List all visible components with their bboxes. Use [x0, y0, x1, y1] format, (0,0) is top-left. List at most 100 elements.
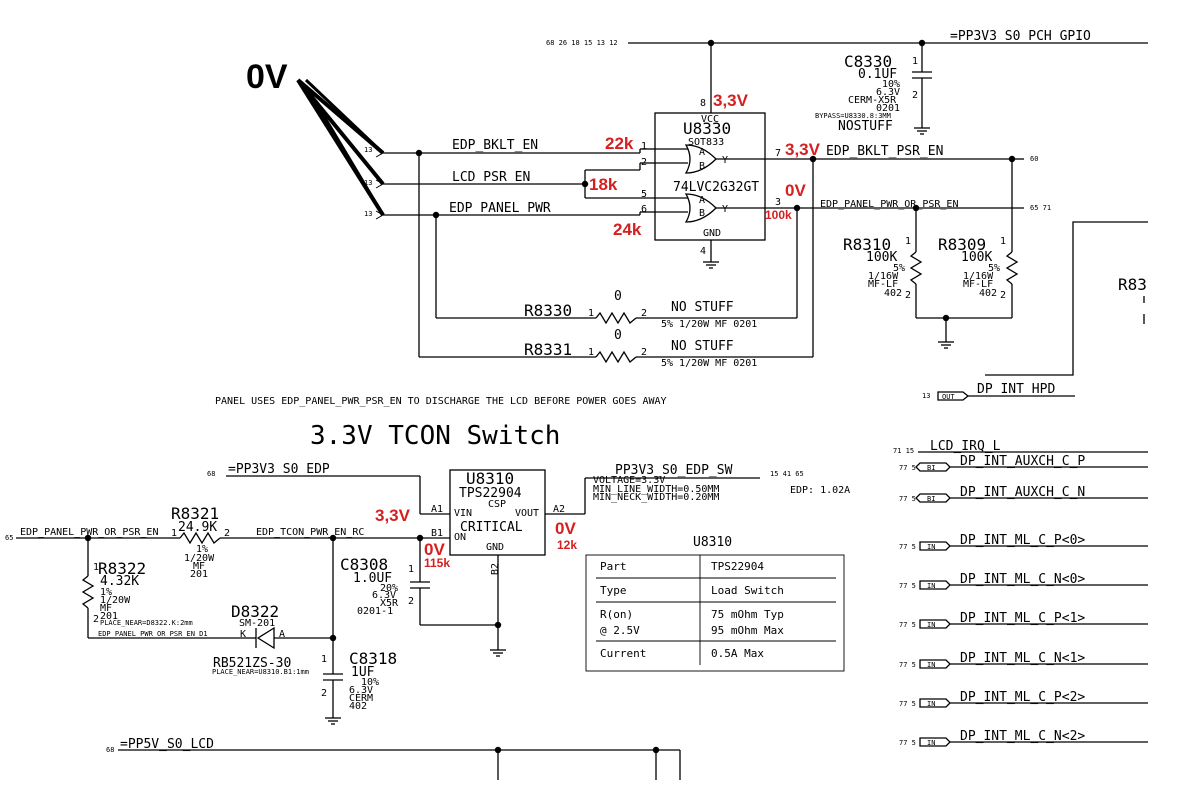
- c8330-pin1: 1: [912, 56, 918, 67]
- lcd-psr-en-label: LCD_PSR_EN: [452, 170, 530, 185]
- r8322-pin1: 1: [93, 562, 99, 573]
- annotation-18k: 18k: [589, 175, 618, 194]
- port-ml-n0-name: DP_INT_ML_C_N<0>: [960, 572, 1085, 587]
- r8330-spec: 5% 1/20W MF 0201: [661, 319, 757, 330]
- pp3v3-edp-sw-page-ref: 15 41 65: [770, 470, 804, 478]
- c8308-pin2: 2: [408, 596, 414, 607]
- bklt-psr-page-ref: 60: [1030, 155, 1038, 163]
- port-ml-p1: 77 5 IN DP_INT_ML_C_P<1>: [899, 611, 1148, 629]
- c8330-stuff: NOSTUFF: [838, 119, 893, 134]
- c8318-volt: 6.3V: [349, 685, 373, 696]
- u8310-pin-a2: A2: [553, 504, 565, 515]
- port-ml-p0: 77 5 IN DP_INT_ML_C_P<0>: [899, 533, 1148, 551]
- c8308-pin1: 1: [408, 564, 414, 575]
- port-auxch-p-dir: BI: [927, 464, 935, 472]
- annotation-inputs-zero: 0V: [246, 58, 385, 217]
- u8310-on: ON: [454, 532, 466, 543]
- edp-tcon-pwr-en-rc-net: 65 EDP_PANEL_PWR_OR_PSR_EN EDP_TCON_PWR_…: [5, 527, 450, 545]
- resistor-r8321: R8321 24.9K 1 2 1% 1/20W MF 201: [171, 504, 230, 580]
- d8322-part: RB521ZS-30: [213, 656, 291, 671]
- r8309-pin2: 2: [1000, 290, 1006, 301]
- d8322-place: PLACE_NEAR=U8310.B1:1mm: [212, 668, 309, 676]
- c8308-volt: 6.3V: [372, 590, 396, 601]
- resistor-r8331: R8331 1 2 0 NO STUFF 5% 1/20W MF 0201: [418, 153, 817, 369]
- r8321-pin2: 2: [224, 528, 230, 539]
- annotation-vcc-3v3: 3,3V: [713, 91, 749, 110]
- d1-net-label: EDP_PANEL_PWR_OR_PSR_EN_D1: [98, 630, 208, 638]
- panel-pwr-page-ref: 13: [364, 210, 372, 218]
- d8322-a: A: [279, 629, 285, 640]
- port-ml-p2-dir: IN: [927, 700, 935, 708]
- r8309-ref: R8309: [938, 235, 986, 254]
- ic-u8330: 8 VCC U8330 SOT833 74LVC2G32GT GND A B Y…: [641, 98, 781, 269]
- port-ml-p0-num: 77 5: [899, 543, 916, 551]
- u8330-gate2-y: Y: [722, 204, 728, 215]
- table-row-part-value: TPS22904: [711, 560, 764, 573]
- r8321-pin1: 1: [171, 528, 177, 539]
- port-auxch-n-name: DP_INT_AUXCH_C_N: [960, 485, 1085, 500]
- u8330-gate2-a: A: [699, 195, 705, 206]
- annotation-115k: 115k: [424, 556, 450, 570]
- pp5v-lcd-rail: 68 =PP5V_S0_LCD: [106, 737, 681, 780]
- u8330-gate1-b: B: [699, 161, 705, 172]
- u8310-vin: VIN: [454, 508, 472, 519]
- panel-pwr-or-psr-in-page-ref: 65: [5, 534, 13, 542]
- u8330-gnd: GND: [703, 228, 721, 239]
- edp-panel-pwr-or-psr-en-label: EDP_PANEL_PWR_OR_PSR_EN: [820, 199, 958, 210]
- r8309-size: 402: [979, 288, 997, 299]
- u8310-ref: U8310: [466, 469, 514, 488]
- r8331-pin2: 2: [641, 347, 647, 358]
- dp-port-list: 77 5 BI DP_INT_AUXCH_C_P 77 5 BI DP_INT_…: [899, 454, 1148, 747]
- u8310-pin-a1: A1: [431, 504, 443, 515]
- resistor-r8309: R8309 1 100K 5% 1/16W MF-LF 402 2: [938, 235, 1006, 301]
- r8321-value: 24.9K: [178, 520, 217, 535]
- diode-d8322: D8322 SM-201 K A RB521ZS-30 PLACE_NEAR=U…: [212, 602, 337, 676]
- c8318-value: 1UF: [351, 665, 375, 680]
- u8330-pin8: 8: [700, 98, 706, 109]
- port-ml-n1: 77 5 IN DP_INT_ML_C_N<1>: [899, 651, 1148, 669]
- u8330-gate2-b: B: [699, 208, 705, 219]
- c8318-pin2: 2: [321, 688, 327, 699]
- port-auxch-p-num: 77 5: [899, 464, 916, 472]
- u8310-spec-table: U8310 Part TPS22904 Type Load Switch R(o…: [585, 535, 845, 672]
- r8309-type: MF-LF: [963, 279, 993, 290]
- pp3v3-edp-label: =PP3V3_S0_EDP: [228, 462, 330, 477]
- r8309-value: 100K: [961, 250, 992, 265]
- u8310-pin-b2: B2: [490, 563, 501, 575]
- r8331-pin1: 1: [588, 347, 594, 358]
- port-ml-n0-num: 77 5: [899, 582, 916, 590]
- r8330-pin2: 2: [641, 308, 647, 319]
- u8330-output-nets: EDP_BKLT_PSR_EN 60 EDP_PANEL_PWR_OR_PSR_…: [765, 144, 1051, 349]
- u8330-pin4: 4: [700, 246, 706, 257]
- r8330-value: 0: [614, 289, 622, 304]
- r8310-size: 402: [884, 288, 902, 299]
- r8331-ref: R8331: [524, 340, 572, 359]
- r8321-pwr: 1/20W: [184, 553, 215, 564]
- edp-tcon-pwr-en-rc-label: EDP_TCON_PWR_EN_RC: [256, 527, 364, 538]
- r8310-ref: R8310: [843, 235, 891, 254]
- pp3v3-pch-gpio-label: =PP3V3_S0_PCH_GPIO: [950, 29, 1091, 44]
- port-ml-n2-num: 77 5: [899, 739, 916, 747]
- sw-prop-neck-width: MIN_NECK_WIDTH=0.20MM: [593, 492, 719, 503]
- c8330-ref: C8330: [844, 52, 892, 71]
- r8310-type: MF-LF: [868, 279, 898, 290]
- r8322-ref: R8322: [98, 559, 146, 578]
- u8310-part: TPS22904: [459, 486, 522, 501]
- pp3v3-edp-sw-label: PP3V3_S0_EDP_SW: [615, 463, 733, 478]
- table-row-type-value: Load Switch: [711, 584, 784, 597]
- port-ml-n2-dir: IN: [927, 739, 935, 747]
- port-ml-n0: 77 5 IN DP_INT_ML_C_N<0>: [899, 572, 1148, 590]
- r8330-ref: R8330: [524, 301, 572, 320]
- c8330-value: 0.1UF: [858, 67, 897, 82]
- annotation-vout-0v: 0V: [555, 519, 576, 538]
- capacitor-c8330: C8330 1 2 0.1UF 10% 6.3V CERM-X5R 0201 B…: [815, 52, 932, 135]
- r8310-pin2: 2: [905, 290, 911, 301]
- u8330-pin1: 1: [641, 141, 647, 152]
- r8331-value: 0: [614, 328, 622, 343]
- d8322-pkg: SM-201: [239, 618, 275, 629]
- sw-prop-line-width: MIN_LINE_WIDTH=0.50MM: [593, 484, 719, 495]
- pp3v3-edp-sw-net: PP3V3_S0_EDP_SW 15 41 65 VOLTAGE=3.3V MI…: [593, 463, 850, 503]
- dp-int-hpd-dir: OUT: [942, 393, 955, 401]
- u8330-pin6: 6: [641, 204, 647, 215]
- r8322-size: 201: [100, 611, 118, 622]
